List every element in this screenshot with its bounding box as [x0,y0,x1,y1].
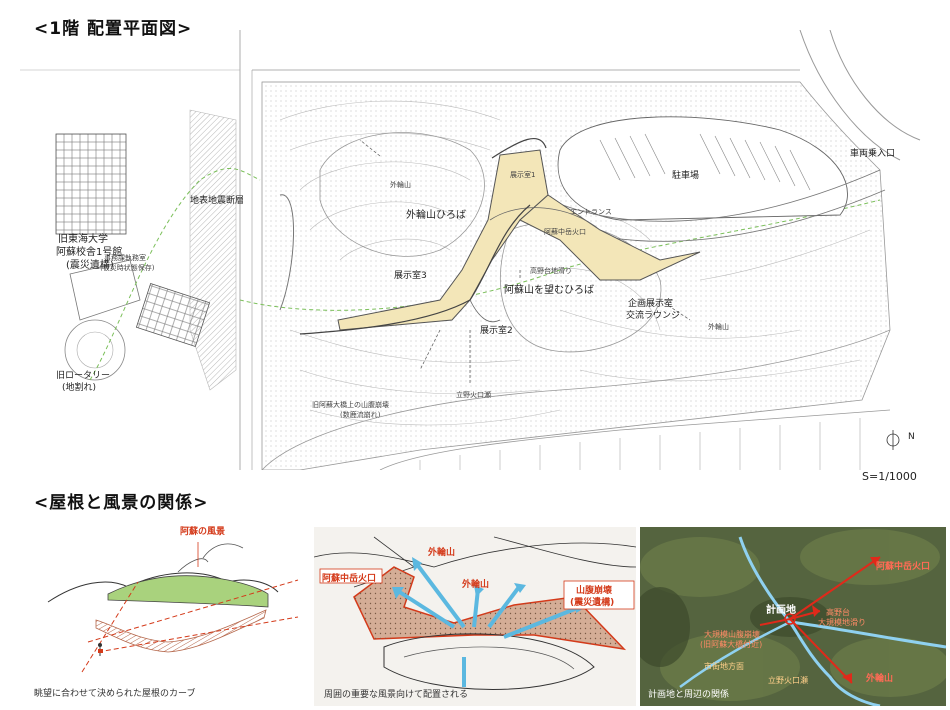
room3-label: 展示室3 [394,271,427,281]
rotary-label-line2: (地割れ) [62,383,97,393]
panel3-takanodai-line2: 大規模地滑り [818,618,866,627]
univ-label-line3: (震災遺構) [66,260,114,271]
panel3-nakadake: 阿蘇中岳火口 [876,562,931,572]
panel3-tateno: 立野火口瀬 [768,676,808,685]
panel2-tag-sotorinzan-top: 外輪山 [428,548,456,558]
panel3-sotorinzan: 外輪山 [866,674,894,684]
north-label: N [908,432,915,442]
sotorinzan-hiroba-label: 外輪山ひろば [406,210,466,221]
room1-label: 展示室1 [510,171,536,179]
collapse-label-line1: 旧阿蘇大橋上の山腹崩壊 [312,401,389,409]
roof-heading: <屋根と風景の関係> [34,493,209,513]
kikaku-label-line1: 企画展示室 [628,299,674,309]
site-plan-drawing [20,30,921,470]
panel2-tag-sotorinzan-mid: 外輪山 [462,580,490,590]
collapse-label-line2: (数鹿流崩れ) [340,411,381,419]
aerial-map-sketch [640,527,946,706]
panel-roof-curve: 阿蘇の風景 眺望に合わせて決められた屋根のカーブ [28,522,308,706]
panel3-collapse-line1: 大規模山腹崩壊 [704,630,760,639]
panel1-caption: 眺望に合わせて決められた屋根のカーブ [34,689,196,699]
plan-heading: <1階 配置平面図> [34,19,193,39]
panel2-tag-collapse-line1: 山腹崩壊 [576,586,613,596]
office-label-line1: 事務課執務室 [104,254,146,262]
panel3-caption: 計画地と周辺の関係 [648,690,730,700]
panel1-tag: 阿蘇の風景 [180,527,226,537]
univ-label-line2: 阿蘇校舎1号館 [56,247,123,258]
parking-label: 駐車場 [672,171,700,181]
aso-hiroba-label: 阿蘇山を望むひろば [504,285,594,296]
panel2-tag-nakadake: 阿蘇中岳火口 [322,574,377,584]
model-photo-sketch [314,527,636,706]
nakadake-label: 阿蘇中岳火口 [544,228,586,236]
sotorinzan-label: 外輪山 [390,181,411,189]
panel3-takanodai-line1: 高野台 [826,608,850,617]
sotorinzan2-label: 外輪山 [708,323,729,331]
tateno-label: 立野火口瀬 [456,391,491,399]
entrance-label: エントランス [570,208,612,216]
room2-label: 展示室2 [480,326,513,336]
kikaku-label-line2: 交流ラウンジ [626,311,681,321]
panel3-site: 計画地 [766,605,796,616]
panel3-city: 市街地方面 [704,662,744,671]
panel3-collapse-line2: (旧阿蘇大橋付近) [700,640,763,649]
rotary-label-line1: 旧ロータリー [56,371,111,381]
panel-model-photo: 外輪山 阿蘇中岳火口 外輪山 山腹崩壊 (震災遺構) 周囲の重要な風景向けて配置… [314,527,636,706]
univ-label-line1: 旧東海大学 [58,234,108,245]
scale-label: S=1/1000 [862,470,917,483]
roof-curve-sketch [47,542,299,673]
car-entry-label: 車両乗入口 [850,149,896,159]
fault-label: 地表地震断層 [190,196,245,206]
panel2-caption: 周囲の重要な風景向けて配置される [324,690,469,700]
office-label-line2: (被災時状態保存) [100,264,155,272]
takanodai-label: 高野台地滑り [530,267,572,275]
panel2-tag-collapse-line2: (震災遺構) [570,598,615,608]
panel-aerial-map: 阿蘇中岳火口 計画地 高野台 大規模地滑り 大規模山腹崩壊 (旧阿蘇大橋付近) … [640,527,946,706]
